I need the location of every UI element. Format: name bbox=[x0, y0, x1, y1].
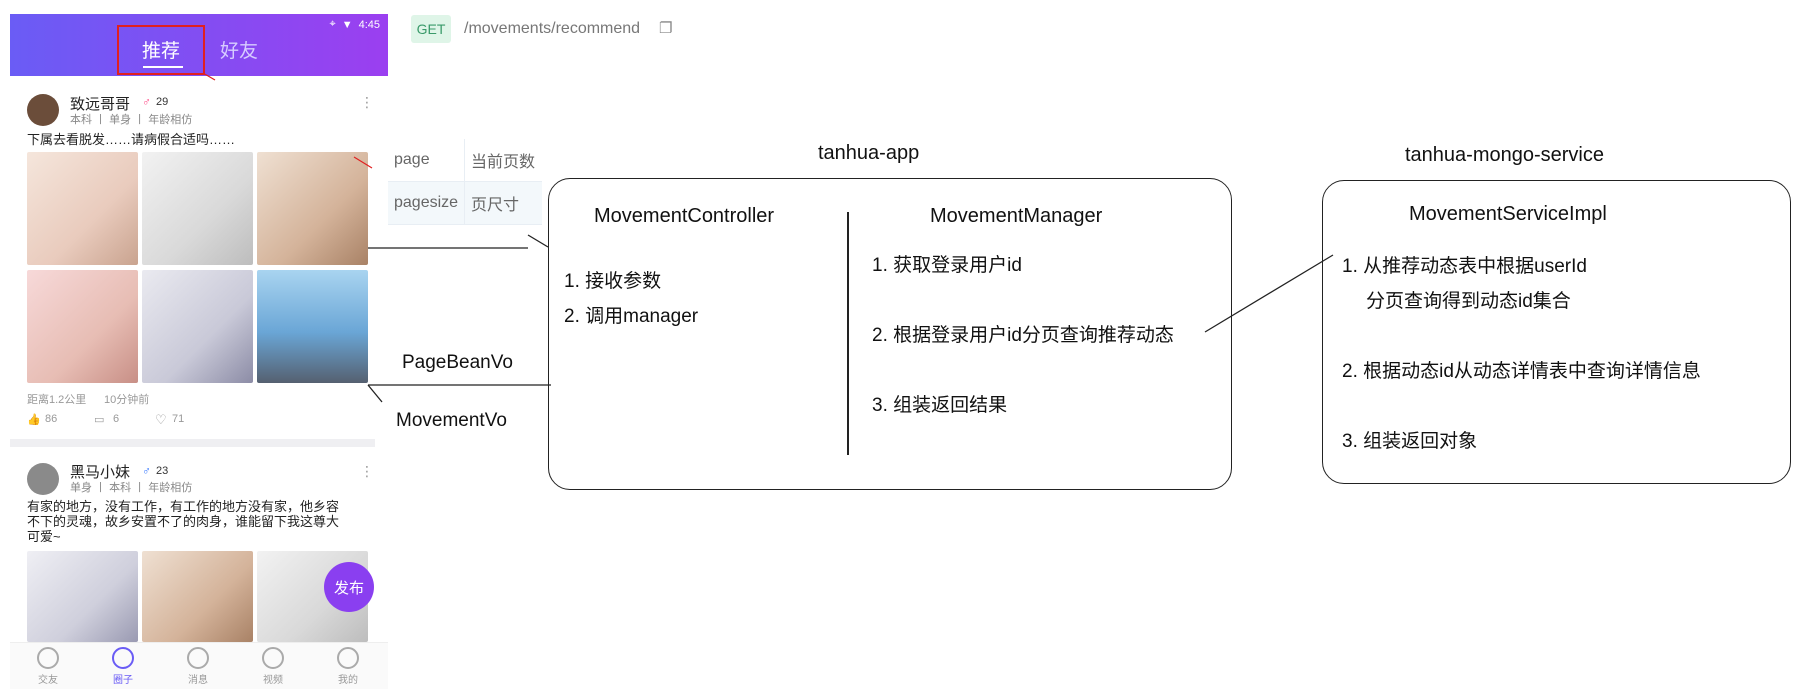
controller-name: MovementController bbox=[594, 205, 775, 227]
param-row: page 当前页数 bbox=[388, 139, 542, 182]
app-title: tanhua-app bbox=[818, 142, 920, 164]
nav-item-messages[interactable]: 消息 bbox=[168, 643, 228, 686]
api-path: /movements/recommend bbox=[464, 20, 641, 37]
more-icon[interactable]: ⋮ bbox=[360, 94, 374, 110]
post-divider bbox=[10, 439, 375, 447]
impl-name: MovementServiceImpl bbox=[1409, 203, 1607, 225]
video-icon bbox=[262, 647, 284, 669]
status-bar: ⌖ ▼ 4:45 bbox=[329, 18, 380, 31]
publish-button[interactable]: 发布 bbox=[324, 562, 374, 612]
user-icon bbox=[337, 647, 359, 669]
param-key: pagesize bbox=[388, 181, 466, 225]
like-icon[interactable]: 👍 bbox=[27, 414, 41, 426]
service-box bbox=[1322, 180, 1791, 484]
return-label: MovementVo bbox=[396, 410, 507, 431]
like-count: 86 bbox=[45, 413, 58, 425]
post-username[interactable]: 黑马小妹 bbox=[70, 464, 131, 481]
service-connector bbox=[1204, 254, 1334, 333]
controller-step: 1. 接收参数 bbox=[564, 271, 662, 292]
post-time: 10分钟前 bbox=[104, 394, 150, 406]
comment-count: 6 bbox=[113, 413, 120, 425]
manager-step: 1. 获取登录用户id bbox=[872, 255, 1022, 276]
post-tags: 单身 丨 本科 丨 年龄相仿 bbox=[70, 482, 193, 494]
post-distance: 距离1.2公里 bbox=[27, 394, 87, 406]
love-count: 71 bbox=[172, 413, 185, 425]
copy-icon[interactable]: ❐ bbox=[659, 20, 673, 37]
app-box bbox=[548, 178, 1232, 490]
post-image[interactable] bbox=[27, 152, 138, 265]
comment-icon[interactable]: ▭ bbox=[94, 414, 105, 426]
response-connector bbox=[367, 384, 383, 403]
red-pointer bbox=[353, 156, 373, 169]
post-image[interactable] bbox=[257, 270, 368, 383]
manager-step: 3. 组装返回结果 bbox=[872, 395, 1008, 416]
post-image[interactable] bbox=[142, 551, 253, 642]
post-text-line: 有家的地方，没有工作，有工作的地方没有家，他乡容 bbox=[27, 499, 340, 514]
manager-name: MovementManager bbox=[930, 205, 1103, 227]
location-icon: ⌖ bbox=[329, 18, 336, 30]
nav-item-me[interactable]: 我的 bbox=[318, 643, 378, 686]
post-image[interactable] bbox=[142, 152, 253, 265]
param-table: page 当前页数 pagesize 页尺寸 bbox=[388, 139, 542, 225]
face-icon bbox=[37, 647, 59, 669]
hexagon-icon bbox=[112, 647, 134, 669]
post-text-line: 不下的灵魂，故乡安置不了的肉身，谁能留下我这尊大 bbox=[27, 514, 340, 529]
tab-friends[interactable]: 好友 bbox=[220, 41, 259, 62]
avatar[interactable] bbox=[27, 463, 59, 495]
bottom-nav: 交友 圈子 消息 视频 我的 bbox=[10, 642, 388, 689]
controller-step: 2. 调用manager bbox=[564, 306, 699, 327]
service-title: tanhua-mongo-service bbox=[1405, 144, 1604, 166]
highlight-box bbox=[117, 25, 205, 75]
more-icon[interactable]: ⋮ bbox=[360, 463, 374, 479]
tab-recommend[interactable]: 推荐 bbox=[142, 41, 181, 62]
post-age: 23 bbox=[156, 465, 169, 477]
post-image[interactable] bbox=[142, 270, 253, 383]
post-image[interactable] bbox=[257, 152, 368, 265]
post-text: 下属去看脱发……请病假合适吗…… bbox=[27, 132, 236, 147]
param-key: page bbox=[388, 139, 466, 182]
top-bar: ⌖ ▼ 4:45 推荐 好友 bbox=[10, 14, 388, 76]
status-time: 4:45 bbox=[358, 18, 380, 31]
layers-icon bbox=[187, 647, 209, 669]
impl-step: 分页查询得到动态id集合 bbox=[1366, 291, 1571, 312]
female-icon: ♂ bbox=[142, 95, 151, 109]
phone-screen: ⌖ ▼ 4:45 推荐 好友 致远哥哥 ♂ 29 本科 丨 单身 丨 年龄相仿 … bbox=[10, 14, 388, 689]
avatar[interactable] bbox=[27, 94, 59, 126]
tab-underline bbox=[143, 66, 183, 68]
request-connector bbox=[527, 234, 549, 248]
post-text-line: 可爱~ bbox=[27, 529, 61, 544]
param-desc: 页尺寸 bbox=[464, 181, 542, 225]
male-icon: ♂ bbox=[142, 464, 151, 478]
impl-step: 3. 组装返回对象 bbox=[1342, 431, 1478, 452]
nav-item-circle[interactable]: 圈子 bbox=[93, 643, 153, 686]
http-method-badge: GET bbox=[411, 15, 451, 43]
nav-item-friends[interactable]: 交友 bbox=[18, 643, 78, 686]
red-pointer bbox=[202, 72, 216, 81]
param-desc: 当前页数 bbox=[464, 139, 542, 182]
param-row: pagesize 页尺寸 bbox=[388, 181, 542, 225]
impl-step: 1. 从推荐动态表中根据userId bbox=[1342, 256, 1587, 277]
post-tags: 本科 丨 单身 丨 年龄相仿 bbox=[70, 114, 193, 126]
wifi-icon: ▼ bbox=[341, 18, 353, 31]
manager-step: 2. 根据登录用户id分页查询推荐动态 bbox=[872, 325, 1174, 346]
post-image[interactable] bbox=[27, 551, 138, 642]
heart-icon[interactable]: ♡ bbox=[155, 412, 167, 427]
post-age: 29 bbox=[156, 96, 169, 108]
app-box-divider bbox=[847, 212, 849, 455]
impl-step: 2. 根据动态id从动态详情表中查询详情信息 bbox=[1342, 361, 1701, 382]
post-image[interactable] bbox=[27, 270, 138, 383]
nav-item-video[interactable]: 视频 bbox=[243, 643, 303, 686]
return-label: PageBeanVo bbox=[402, 352, 513, 373]
post-username[interactable]: 致远哥哥 bbox=[70, 96, 131, 113]
